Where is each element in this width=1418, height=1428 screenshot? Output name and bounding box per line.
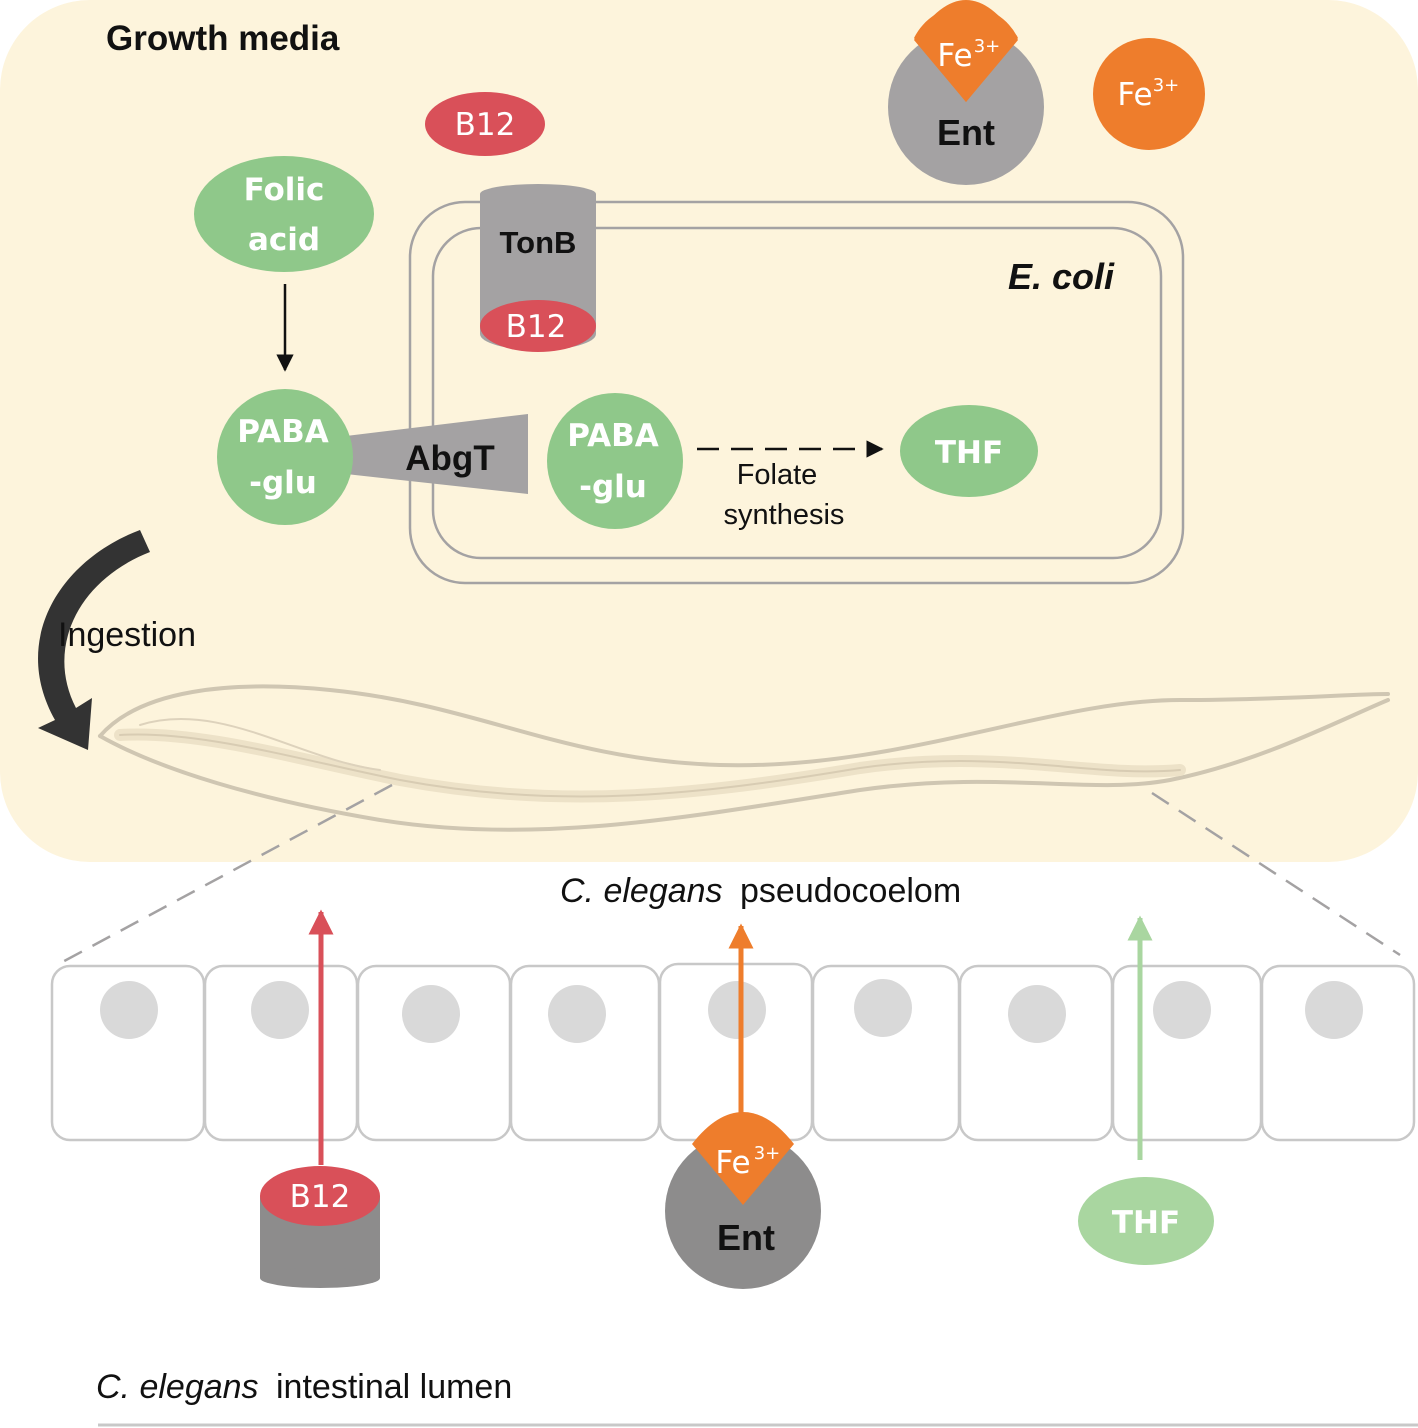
svg-text:PABA: PABA: [567, 418, 659, 454]
svg-text:B12: B12: [290, 1179, 351, 1215]
svg-text:3+: 3+: [754, 1143, 781, 1164]
svg-text:TonB: TonB: [500, 225, 577, 260]
svg-text:3+: 3+: [974, 36, 1001, 57]
lumen-label: C. elegans intestinal lumen: [96, 1368, 512, 1406]
intestinal-cells: [50, 962, 1416, 1142]
c-elegans-worm: [98, 684, 1390, 832]
nucleus: [708, 981, 766, 1039]
cell-nuclei: [100, 979, 1363, 1043]
svg-text:acid: acid: [248, 222, 320, 258]
svg-text:B12: B12: [506, 309, 567, 345]
thf-inside: THF: [900, 405, 1038, 497]
ingestion-label: Ingestion: [58, 616, 196, 654]
b12-tonb-bottom: B12: [260, 1166, 380, 1288]
nucleus: [1153, 981, 1211, 1039]
nucleus: [251, 981, 309, 1039]
ecoli-label: E. coli: [1008, 256, 1115, 297]
fe-ent-complex-top: Fe 3+ Ent: [888, 0, 1044, 185]
svg-text:B12: B12: [455, 107, 516, 143]
nucleus: [1008, 985, 1066, 1043]
fe-ent-complex-bottom: Fe 3+ Ent: [665, 1112, 821, 1289]
thf-bottom: THF: [1078, 1177, 1214, 1265]
growth-media-label: Growth media: [106, 19, 340, 58]
svg-text:3+: 3+: [1153, 75, 1180, 96]
svg-text:Fe: Fe: [937, 38, 972, 74]
abgt-transporter: AbgT: [346, 414, 528, 494]
growth-media-region: [0, 0, 1418, 862]
nucleus: [854, 979, 912, 1037]
svg-text:Folic: Folic: [244, 172, 325, 208]
folate-synthesis-label-2: synthesis: [724, 499, 845, 531]
folate-synthesis-label-1: Folate: [737, 459, 818, 491]
folic-acid: Folic acid: [194, 156, 374, 272]
tonb-transporter: TonB B12: [480, 184, 596, 352]
nucleus: [100, 981, 158, 1039]
nucleus: [402, 985, 460, 1043]
svg-text:THF: THF: [935, 435, 1003, 471]
paba-glu-inside: PABA -glu: [547, 393, 683, 529]
paba-glu-outside: PABA -glu: [217, 389, 353, 525]
svg-text:-glu: -glu: [579, 469, 647, 505]
svg-text:Fe: Fe: [1117, 77, 1152, 113]
svg-text:AbgT: AbgT: [405, 439, 494, 478]
b12-free: B12: [425, 92, 545, 156]
ecoli-inner-membrane: [431, 226, 1163, 560]
intestinal-cell: [1260, 964, 1416, 1142]
ecoli-outer-membrane: [408, 200, 1185, 585]
svg-text:THF: THF: [1112, 1205, 1180, 1241]
svg-text:Ent: Ent: [937, 112, 995, 153]
nucleus: [1305, 981, 1363, 1039]
svg-text:-glu: -glu: [249, 465, 317, 501]
svg-text:Ent: Ent: [717, 1217, 775, 1258]
fe3-free: Fe 3+: [1093, 38, 1205, 150]
zoom-line-right: [1151, 791, 1401, 957]
nucleus: [548, 985, 606, 1043]
svg-text:PABA: PABA: [237, 414, 329, 450]
pseudocoelom-label: C. elegans pseudocoelom: [560, 872, 961, 910]
svg-text:Fe: Fe: [715, 1145, 750, 1181]
ingestion-arrow: [38, 530, 150, 750]
